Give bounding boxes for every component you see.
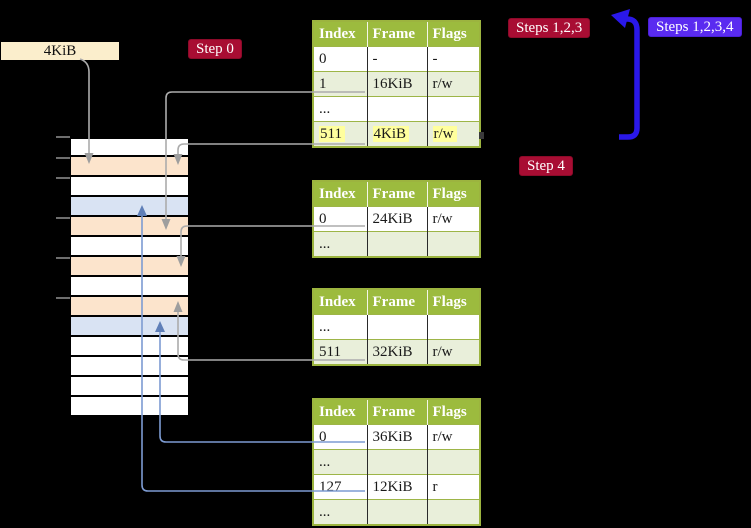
table-cell: r/w (426, 121, 480, 147)
table-cell: 36KiB (366, 424, 427, 450)
memory-frame-white (70, 357, 189, 377)
table-cell (426, 231, 480, 257)
address-tick (56, 217, 70, 219)
table-cell (426, 314, 480, 340)
column-header-flags: Flags (426, 21, 480, 47)
steps1234-badge: Steps 1,2,3,4 (648, 17, 742, 37)
physical-memory-column (70, 137, 189, 417)
memory-frame-white (70, 177, 189, 197)
table-cell: ... (313, 314, 367, 340)
loop-arrowhead (611, 9, 630, 28)
memory-frame-white (70, 377, 189, 397)
table-row: ... (313, 449, 480, 475)
column-header-frame: Frame (366, 181, 427, 207)
table-row: ... (313, 231, 480, 257)
memory-frame-blue (70, 317, 189, 337)
table-cell (366, 96, 427, 122)
memory-frame-orange (70, 157, 189, 177)
memory-frame-white (70, 137, 189, 157)
table-cell: 16KiB (366, 71, 427, 97)
table-cell (366, 449, 427, 475)
frame-size-label: 4KiB (1, 42, 119, 60)
memory-frame-orange (70, 297, 189, 317)
table-cell (366, 231, 427, 257)
address-tick (56, 257, 70, 259)
table-cell: 0 (313, 46, 367, 72)
table-row: ... (313, 499, 480, 525)
table-cell: 511 (313, 339, 367, 365)
address-tick (56, 177, 70, 179)
table-cell: ... (313, 231, 367, 257)
column-header-index: Index (313, 399, 367, 425)
table-row: ... (313, 314, 480, 340)
table-cell: r/w (426, 424, 480, 450)
table-cell: 32KiB (366, 339, 427, 365)
memory-frame-white (70, 277, 189, 297)
loop-arrow (619, 16, 640, 140)
step0-badge: Step 0 (188, 39, 242, 59)
memory-frame-blue (70, 197, 189, 217)
table-cell: r/w (426, 339, 480, 365)
address-tick (56, 297, 70, 299)
highlighted-value: r/w (432, 125, 457, 142)
table-cell: ... (313, 96, 367, 122)
column-header-flags: Flags (426, 181, 480, 207)
table-row: 511 4KiB r/w (313, 121, 480, 147)
table-cell: 4KiB (366, 121, 427, 147)
table-cell: 127 (313, 474, 367, 500)
address-tick (56, 157, 70, 159)
table-cell: 0 (313, 424, 367, 450)
table-cell: - (426, 46, 480, 72)
table-cell: 511 (313, 121, 367, 147)
table-cell: 24KiB (366, 206, 427, 232)
table-cell: r (426, 474, 480, 500)
table-cell: 1 (313, 71, 367, 97)
table-cell: r/w (426, 71, 480, 97)
table-row: 0-- (313, 46, 480, 72)
column-header-index: Index (313, 21, 367, 47)
step4-badge: Step 4 (519, 156, 573, 176)
table-cell: ... (313, 449, 367, 475)
memory-frame-white (70, 397, 189, 417)
memory-frame-white (70, 237, 189, 257)
table-cell: - (366, 46, 427, 72)
table-cell (426, 96, 480, 122)
column-header-frame: Frame (366, 289, 427, 315)
address-tick (56, 136, 70, 138)
table-cell (426, 449, 480, 475)
column-header-frame: Frame (366, 21, 427, 47)
column-header-index: Index (313, 289, 367, 315)
table-cell: ... (313, 499, 367, 525)
table-cell (366, 499, 427, 525)
table-cell (366, 314, 427, 340)
column-header-flags: Flags (426, 399, 480, 425)
memory-frame-orange (70, 217, 189, 237)
steps123-badge: Steps 1,2,3 (508, 18, 591, 38)
highlighted-value: 511 (319, 125, 345, 142)
table-cell: 12KiB (366, 474, 427, 500)
column-header-frame: Frame (366, 399, 427, 425)
table-row: ... (313, 96, 480, 122)
table-cell: r/w (426, 206, 480, 232)
memory-frame-white (70, 337, 189, 357)
table-cell (426, 499, 480, 525)
column-header-index: Index (313, 181, 367, 207)
memory-frame-orange (70, 257, 189, 277)
highlighted-value: 4KiB (372, 125, 410, 142)
column-header-flags: Flags (426, 289, 480, 315)
table-cell: 0 (313, 206, 367, 232)
